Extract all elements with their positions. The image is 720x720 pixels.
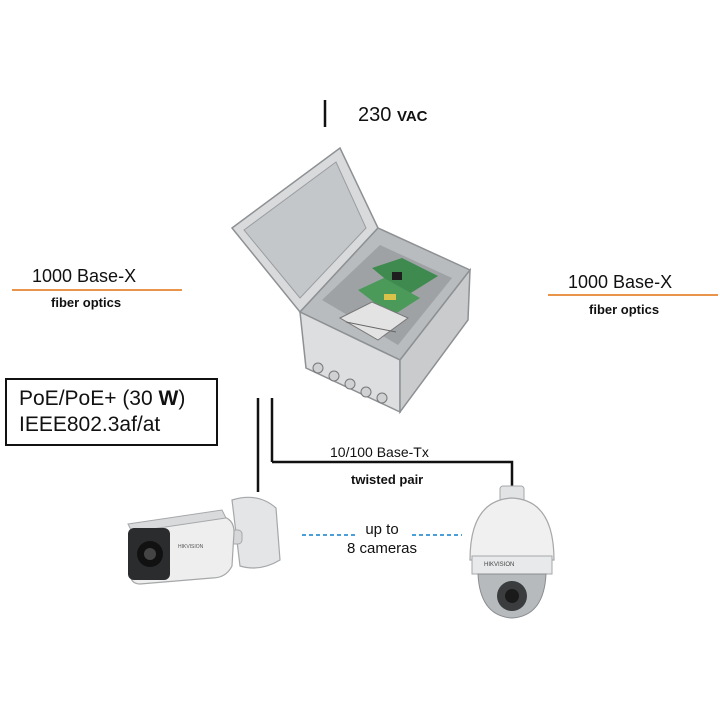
enclosure-icon [230, 146, 472, 415]
poe-spec-line2: IEEE802.3af/at [19, 413, 161, 436]
link-label: 10/100 Base-Tx [330, 444, 429, 460]
fiber-sub-right: fiber optics [589, 302, 660, 317]
power-value: 230 [358, 104, 392, 126]
fiber-label-right: 1000 Base-X [568, 272, 673, 292]
camera-count-line1: up to [365, 521, 399, 538]
power-label: 230 VAC [358, 104, 428, 127]
fiber-sub-left: fiber optics [51, 295, 122, 310]
fiber-label-left: 1000 Base-X [32, 266, 137, 286]
camera-count-line2: 8 cameras [346, 540, 418, 557]
camera-count-label: up to 8 cameras [332, 520, 432, 558]
dome-brand-text: HIKVISION [484, 562, 514, 568]
dome-camera-icon [469, 485, 555, 619]
link-sub: twisted pair [351, 472, 424, 487]
poe-spec-box: PoE/PoE+ (30 W) IEEE802.3af/at [5, 378, 218, 446]
twisted-pair-wire [272, 460, 514, 488]
bullet-camera-icon [127, 496, 281, 585]
bullet-brand-text: HIKVISION [178, 544, 204, 550]
poe-spec-line1: PoE/PoE+ (30 W) [19, 387, 186, 410]
power-unit: VAC [396, 108, 428, 125]
